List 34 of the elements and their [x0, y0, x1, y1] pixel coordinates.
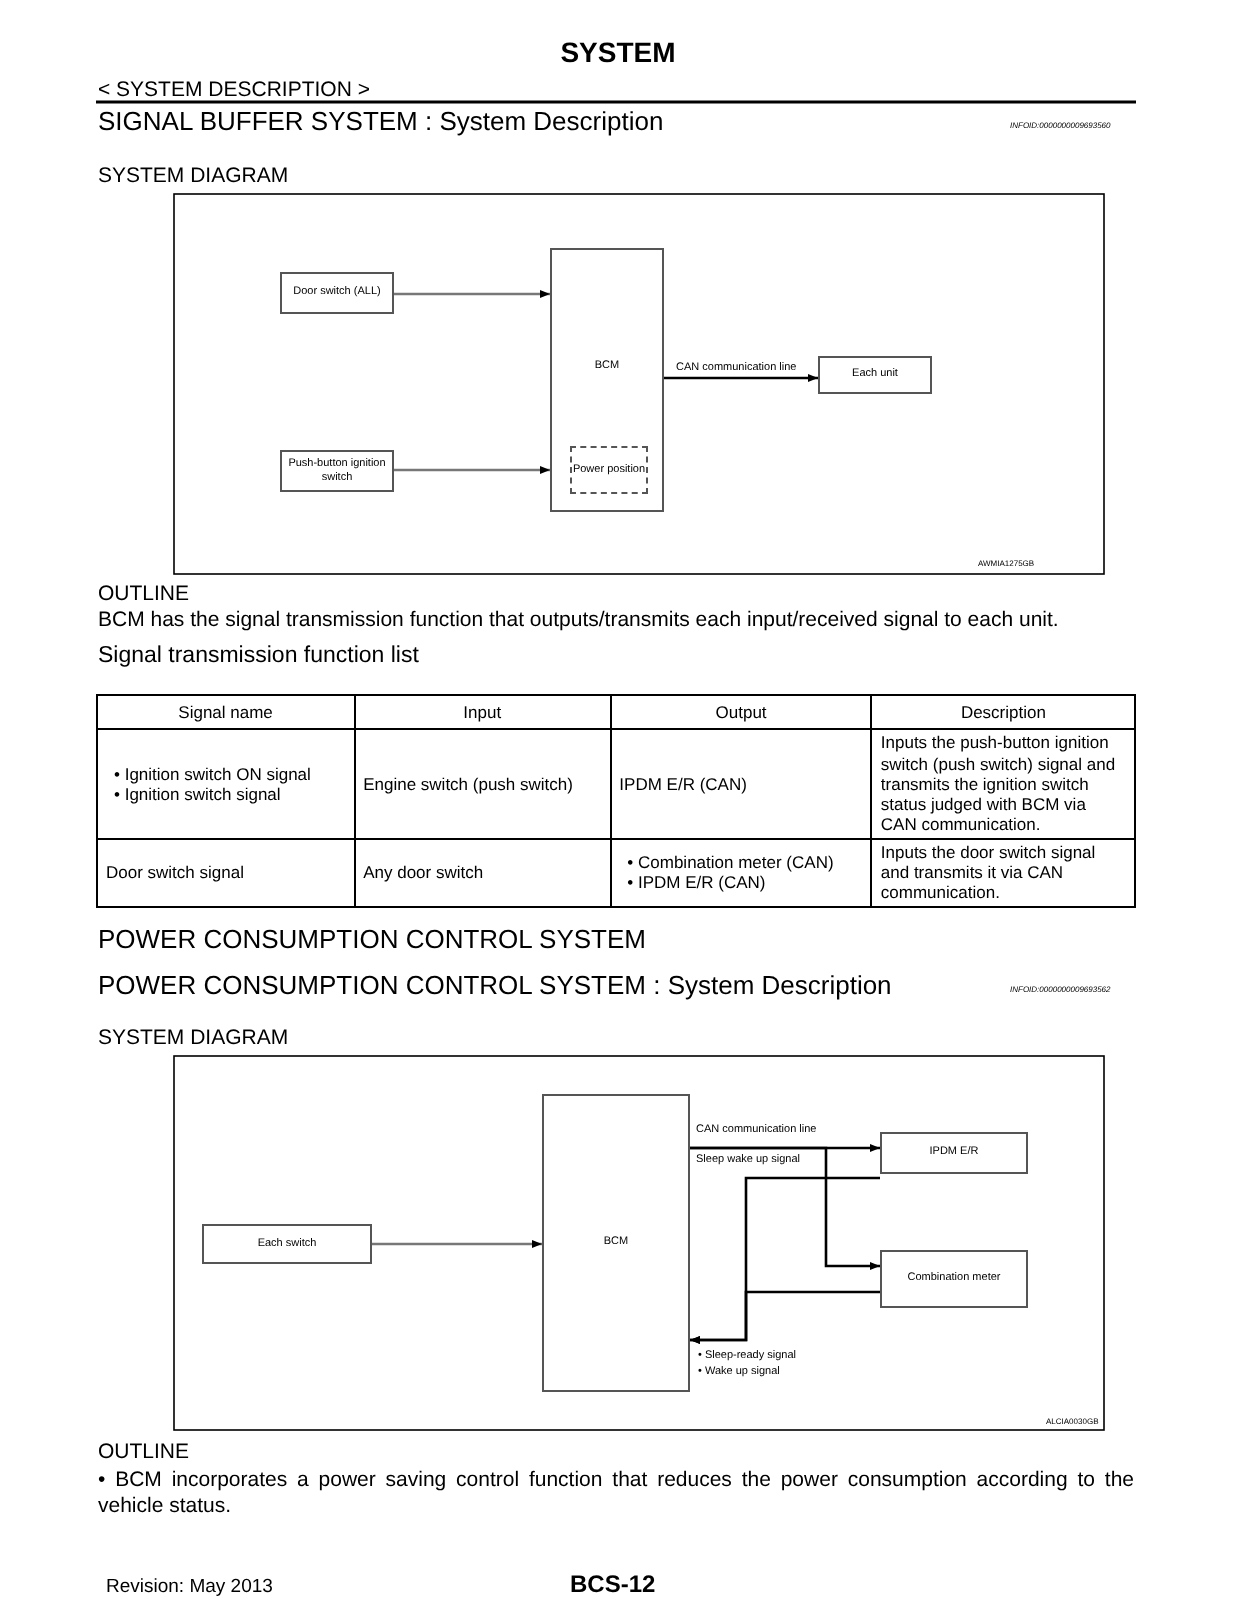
section-heading: SIGNAL BUFFER SYSTEM : System Description — [98, 106, 664, 136]
arrow — [394, 465, 550, 475]
table-header-cell: Description — [871, 695, 1135, 730]
table-cell: Any door switch — [354, 838, 611, 907]
table-cell: Engine switch (push switch) — [354, 729, 611, 839]
subheading: OUTLINE — [98, 1440, 190, 1464]
arrow — [664, 373, 818, 383]
arrow — [690, 1146, 880, 1271]
body-text: BCM has the signal transmission function that outputs/transmits each input/received signal to each unit. — [98, 608, 1059, 632]
subheading: SYSTEM DIAGRAM — [98, 164, 289, 188]
table-cell: Inputs the door switch signal and transmits it via CAN communication. — [871, 838, 1135, 907]
table-header-cell: Output — [610, 695, 872, 730]
arrow — [372, 1239, 542, 1249]
bullet-paragraph: • BCM incorporates a power saving control function that reduces the power consumption according to the vehicle status. — [98, 1468, 1134, 1520]
table-header-cell: Signal name — [97, 695, 355, 730]
subheading: SYSTEM DIAGRAM — [98, 1026, 289, 1050]
section-heading: POWER CONSUMPTION CONTROL SYSTEM : System Description — [98, 970, 892, 1000]
subheading: OUTLINE — [98, 582, 190, 606]
arrow — [690, 1290, 880, 1345]
table-cell-text: • IPDM E/R (CAN) — [625, 872, 768, 894]
table-cell-text: • Combination meter (CAN) — [625, 851, 836, 873]
table-cell: IPDM E/R (CAN) — [610, 729, 872, 839]
arrow — [394, 289, 550, 299]
table-cell: Door switch signal — [97, 838, 355, 907]
table-cell-text: • Ignition switch ON signal — [112, 763, 313, 785]
section-breadcrumb: < SYSTEM DESCRIPTION > — [98, 78, 370, 102]
table-cell: Inputs the push-button ignition switch (push switch) signal and transmits the ignition switch status judged with BCM via CAN communication. — [871, 729, 1135, 839]
page-title: SYSTEM — [558, 36, 678, 68]
table-header-cell: Input — [354, 695, 611, 730]
section-heading: POWER CONSUMPTION CONTROL SYSTEM — [98, 924, 646, 954]
subheading: Signal transmission function list — [98, 644, 419, 668]
footer-text: Revision: May 2013 — [106, 1576, 273, 1598]
table-cell-text: • Ignition switch signal — [112, 784, 283, 805]
page-number: BCS-12 — [570, 1570, 656, 1598]
